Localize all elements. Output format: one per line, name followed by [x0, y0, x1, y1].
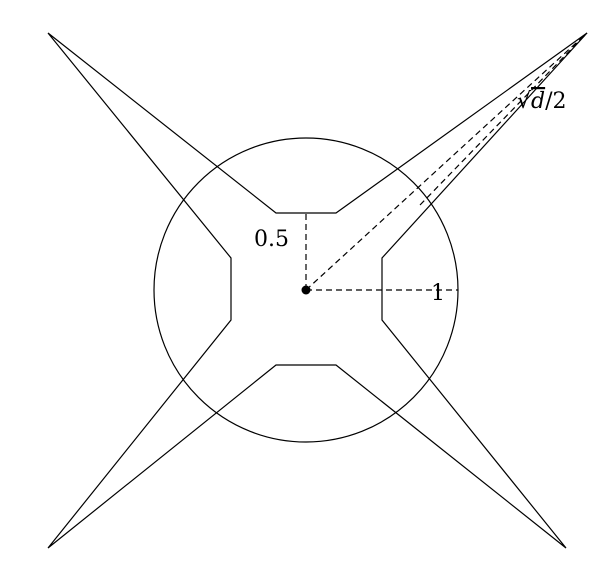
label-sqrt-sign: √ — [517, 89, 532, 114]
star-region — [47, 32, 588, 549]
half-diagonal-line — [305, 32, 588, 291]
spike-edge-line — [419, 32, 588, 206]
label-half-radius: 0.5 — [254, 227, 289, 252]
center-point — [301, 285, 311, 295]
label-half-diagonal: √d/2 — [517, 89, 567, 114]
label-d: d — [531, 89, 545, 114]
label-unit-radius: 1 — [431, 281, 445, 306]
label-over-two: /2 — [545, 89, 566, 114]
